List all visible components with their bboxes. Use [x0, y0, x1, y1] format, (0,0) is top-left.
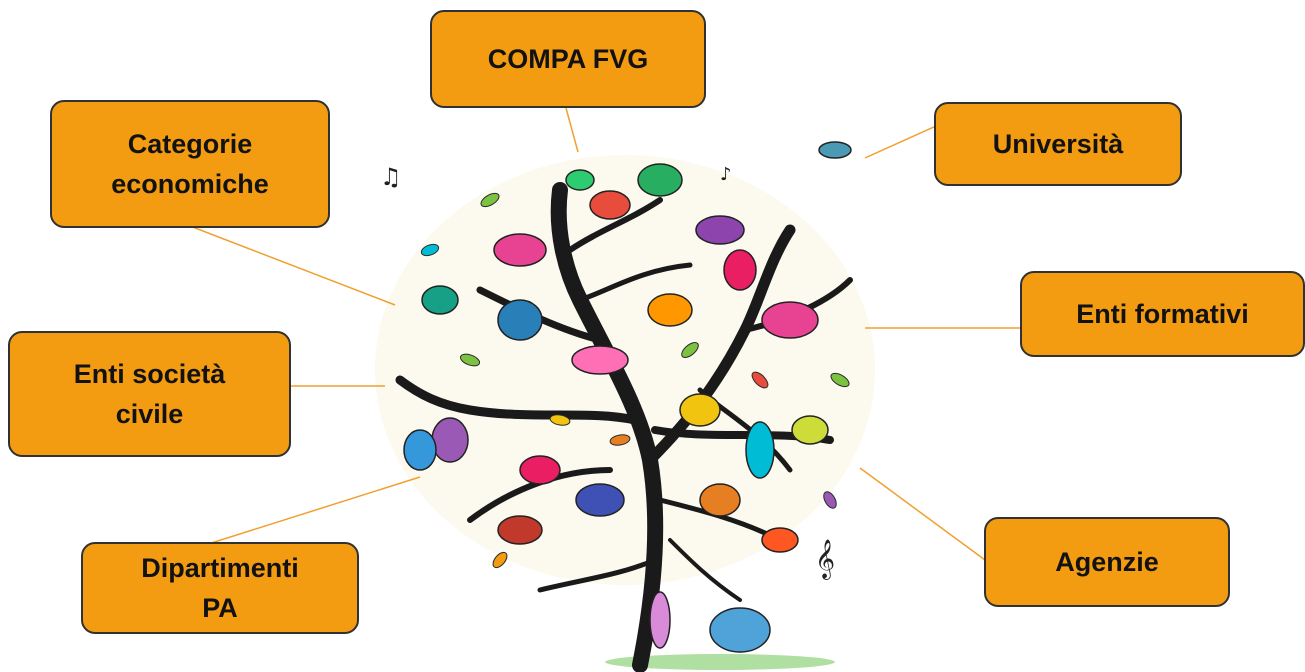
- connector-agenzie: [859, 467, 986, 561]
- node-categorie-economiche-label: Categorie economiche: [111, 129, 269, 199]
- svg-text:♫: ♫: [380, 163, 402, 191]
- node-universita: Università: [934, 102, 1182, 186]
- node-compa-fvg: COMPA FVG: [430, 10, 706, 108]
- svg-text:♪: ♪: [720, 164, 732, 185]
- node-agenzie: Agenzie: [984, 517, 1230, 607]
- node-enti-societa-civile: Enti società civile: [8, 331, 291, 457]
- ground-shadow: [605, 654, 835, 670]
- node-universita-label: Università: [992, 129, 1124, 159]
- connector-universita: [864, 125, 937, 159]
- node-enti-formativi-label: Enti formativi: [1076, 299, 1249, 329]
- node-dipartimenti-pa-label: Dipartimenti PA: [141, 553, 299, 623]
- node-enti-societa-civile-label: Enti società civile: [73, 359, 226, 429]
- bird-icons: [403, 141, 852, 653]
- connector-compa: [565, 107, 579, 153]
- node-categorie-economiche: Categorie economiche: [50, 100, 330, 228]
- node-enti-formativi: Enti formativi: [1020, 271, 1305, 357]
- music-note-icons: ♫ 𝄞 ♪: [380, 163, 835, 580]
- node-compa-fvg-label: COMPA FVG: [487, 44, 649, 74]
- leaf-icons: [420, 192, 850, 569]
- svg-text:𝄞: 𝄞: [815, 539, 835, 580]
- connector-lines: [189, 107, 1022, 561]
- node-dipartimenti-pa: Dipartimenti PA: [81, 542, 359, 634]
- connector-categorie: [189, 225, 396, 306]
- node-agenzie-label: Agenzie: [1055, 547, 1159, 577]
- connector-dipartimenti: [204, 476, 421, 546]
